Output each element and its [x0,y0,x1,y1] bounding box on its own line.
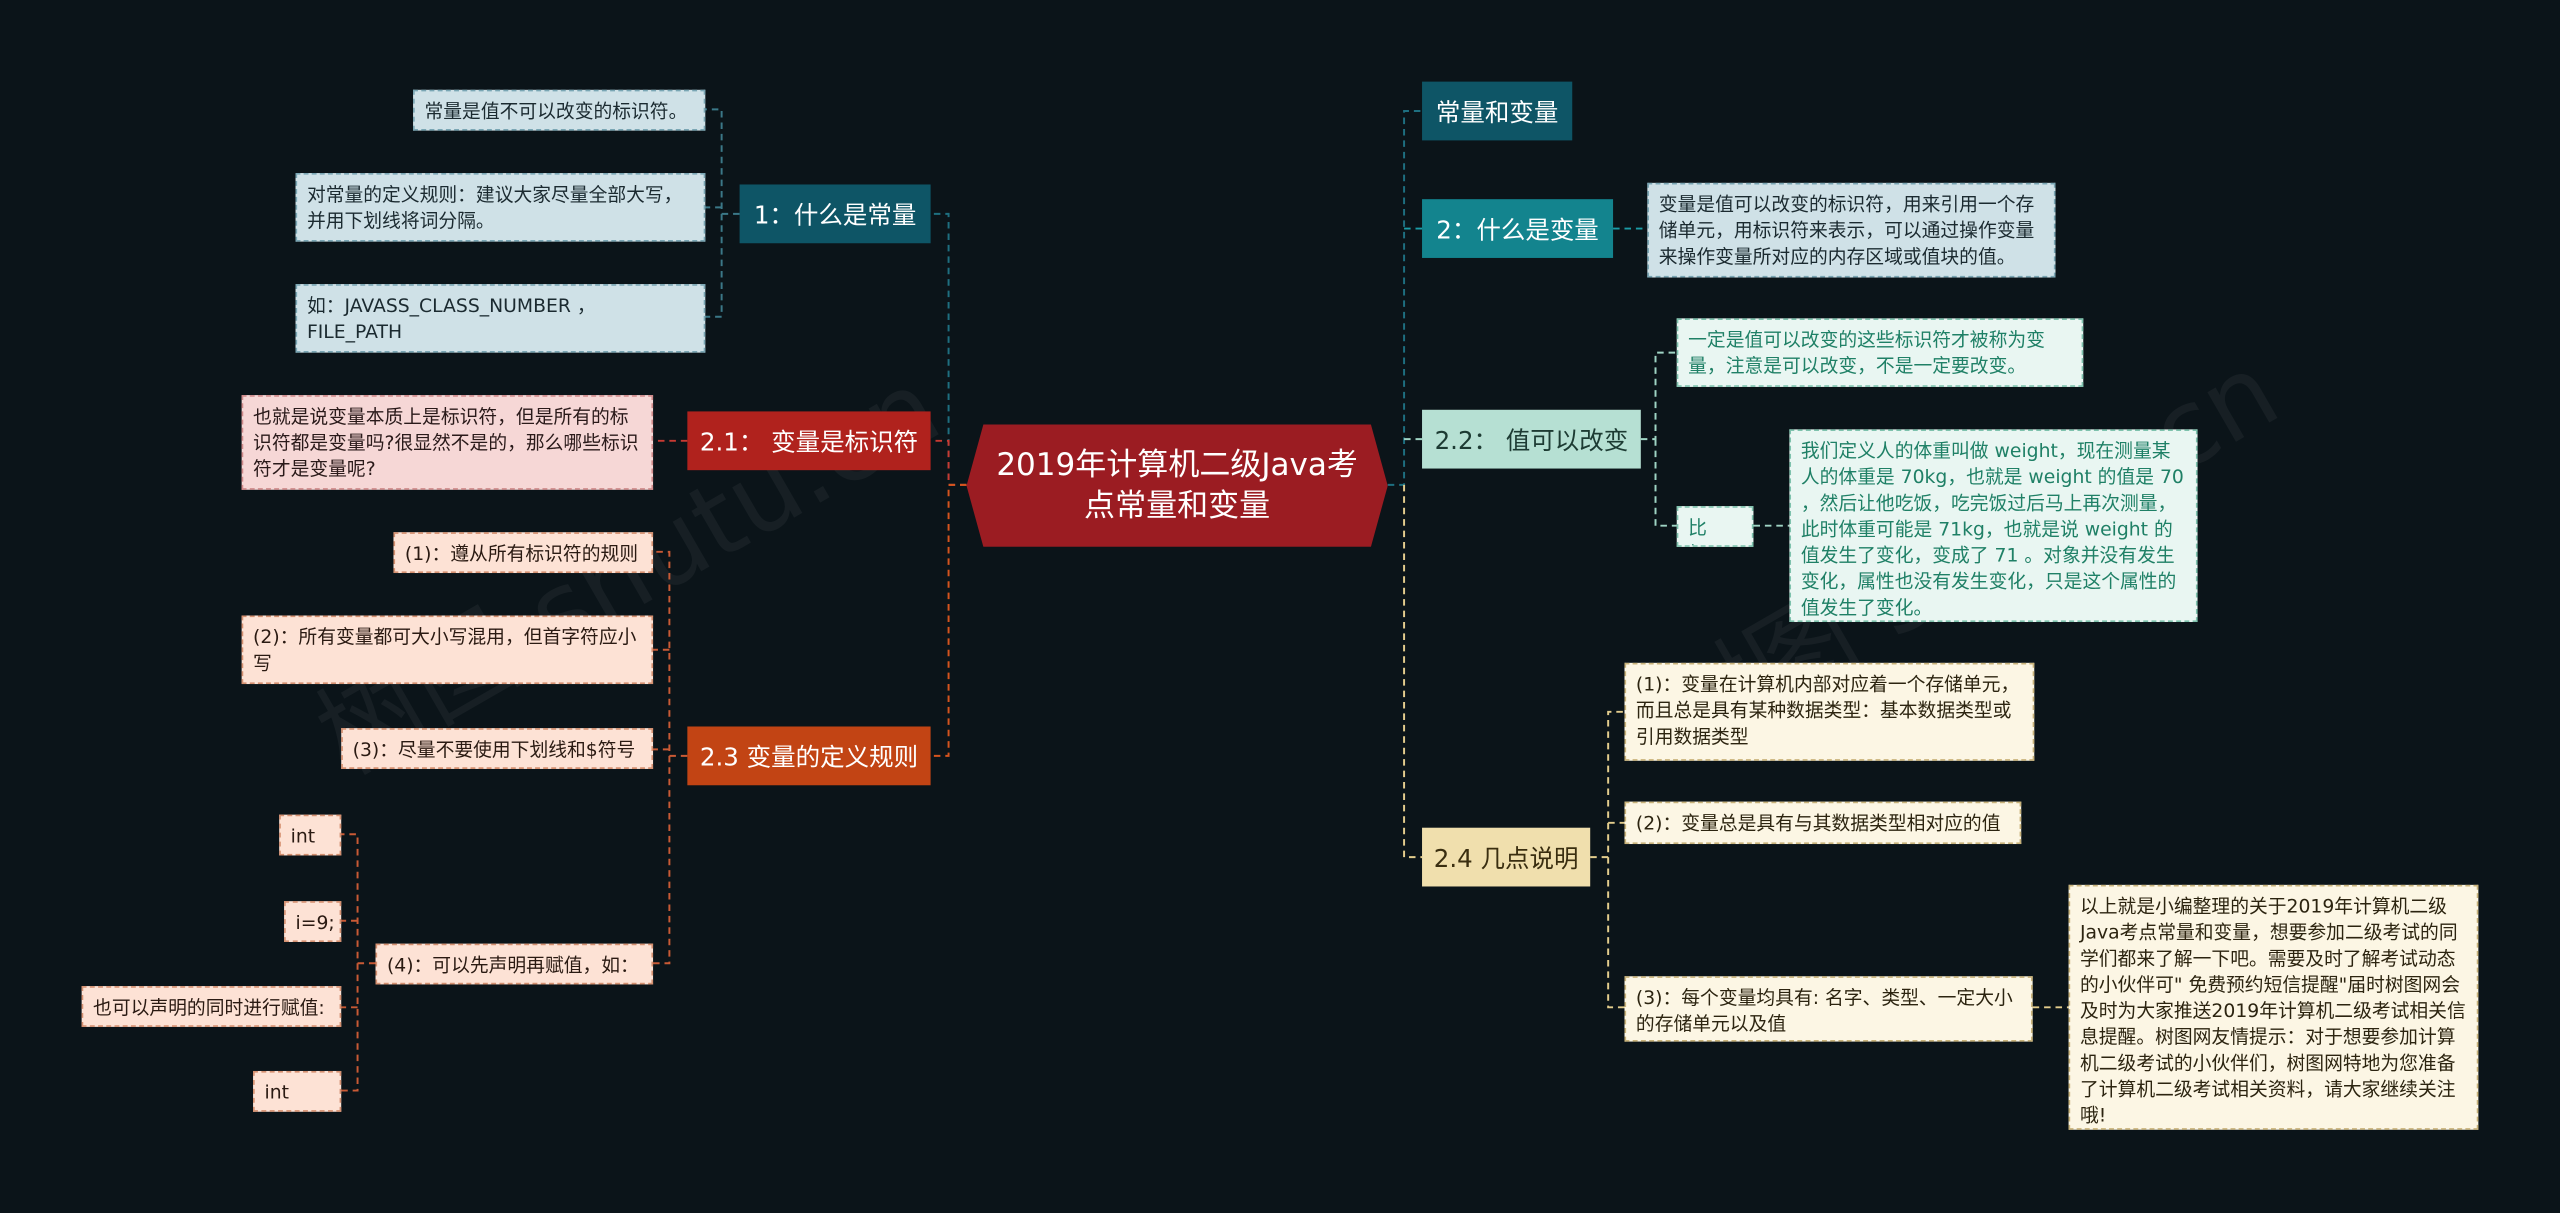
branch-variable-is-identifier[interactable]: 2.1： 变量是标识符 [687,411,931,471]
branch-value-can-change[interactable]: 2.2： 值可以改变 [1422,409,1641,469]
note-1: (1)：变量在计算机内部对应着一个存储单元，而且总是具有某种数据类型：基本数据类… [1624,662,2035,761]
branch-variable-rules[interactable]: 2.3 变量的定义规则 [687,726,931,786]
branch-what-is-variable[interactable]: 2：什么是变量 [1422,199,1614,258]
example-assign: i=9; [284,901,342,942]
constant-definition: 常量是值不可以改变的标识符。 [413,89,706,131]
promo-text: 以上就是小编整理的关于2019年计算机二级Java考点常量和变量，想要参加二级考… [2068,884,2479,1130]
value-change-note: 一定是值可以改变的这些标识符才被称为变量，注意是可以改变，不是一定要改变。 [1676,318,2084,387]
weight-example: 我们定义人的体重叫做 weight，现在测量某人的体重是 70kg，也就是 we… [1789,429,2198,623]
rule-1: (1)：遵从所有标识符的规则 [393,532,654,574]
branch-notes[interactable]: 2.4 几点说明 [1422,827,1591,887]
rule-3: (3)：尽量不要使用下划线和$符号 [341,728,654,769]
constant-naming-rule: 对常量的定义规则：建议大家尽量全部大写，并用下划线将词分隔。 [295,173,706,242]
rule-2: (2)：所有变量都可大小写混用，但首字符应小写 [241,615,654,685]
variable-identifier-note: 也就是说变量本质上是标识符，但是所有的标识符都是变量吗?很显然不是的，那么哪些标… [241,395,654,490]
example-declare-assign-note: 也可以声明的同时进行赋值: [81,986,342,1027]
note-2: (2)：变量总是具有与其数据类型相对应的值 [1624,801,2022,845]
example-label: 比如： [1676,506,1754,547]
branch-constants-and-variables[interactable]: 常量和变量 [1422,81,1573,141]
rule-4: (4)：可以先声明再赋值，如： [375,943,654,985]
note-3: (3)：每个变量均具有: 名字、类型、一定大小的存储单元以及值 [1624,976,2033,1042]
example-declare: int i; [279,814,342,856]
central-topic[interactable]: 2019年计算机二级Java考点常量和变量 [966,424,1388,547]
constant-example: 如：JAVASS_CLASS_NUMBER ， FILE_PATH [295,284,706,353]
branch-what-is-constant[interactable]: 1：什么是常量 [739,184,931,244]
variable-definition: 变量是值可以改变的标识符，用来引用一个存储单元，用标识符来表示，可以通过操作变量… [1647,182,2056,278]
example-declare-assign: int i=9; [253,1070,342,1112]
